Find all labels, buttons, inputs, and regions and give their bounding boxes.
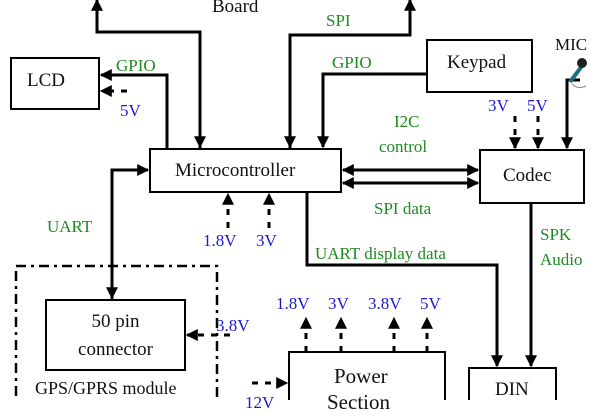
lcd-block <box>10 57 100 110</box>
wire-mic-codec <box>561 78 580 150</box>
power-label-line1: Power <box>334 364 388 388</box>
connector-label-line1: 50 pin <box>91 311 140 332</box>
uart-display-label: UART display data <box>315 244 446 263</box>
spk-label-line1: SPK <box>540 225 572 244</box>
microcontroller-label: Microcontroller <box>175 160 296 181</box>
microphone-icon <box>568 58 587 89</box>
codec-label: Codec <box>503 165 552 186</box>
din-block <box>468 367 557 400</box>
spi-data-label: SPI data <box>374 199 432 218</box>
wire-keypad-gpio <box>317 72 427 149</box>
codec-5v-label: 5V <box>527 96 548 115</box>
mic-label: MIC <box>555 35 588 54</box>
wire-spi-to-board <box>288 0 416 149</box>
mcu-1-8v-label: 1.8V <box>203 231 237 250</box>
uart-label: UART <box>47 217 93 236</box>
wire-uart-display <box>305 192 503 368</box>
lcd-label: LCD <box>27 70 65 91</box>
keypad-label: Keypad <box>447 52 507 73</box>
power-section-block <box>288 351 446 400</box>
mcu-3v-label: 3V <box>256 231 277 250</box>
board-label: Board <box>212 0 259 17</box>
codec-block <box>479 149 585 204</box>
wire-uart <box>110 164 150 300</box>
wire-lcd-gpio <box>99 69 169 149</box>
lcd-gpio-label: GPIO <box>116 56 156 75</box>
power-out-5v-label: 5V <box>420 294 441 313</box>
connector-3-8v-label: 3.8V <box>216 316 250 335</box>
i2c-label-line2: control <box>379 137 428 156</box>
microcontroller-block <box>149 148 342 193</box>
power-out-1-8v-label: 1.8V <box>276 294 310 313</box>
i2c-label-line1: I2C <box>394 112 420 131</box>
power-label-line2: Section <box>327 390 390 414</box>
power-out-3v-label: 3V <box>328 294 349 313</box>
power-in-12v-label: 12V <box>245 393 275 412</box>
connector-block <box>45 299 186 371</box>
spk-label-line2: Audio <box>540 250 583 269</box>
lcd-5v-label: 5V <box>120 101 141 120</box>
keypad-gpio-label: GPIO <box>332 53 372 72</box>
din-label: DIN <box>495 379 529 400</box>
block-diagram <box>10 0 587 400</box>
gps-module-label: GPS/GPRS module <box>35 378 177 398</box>
connector-label-line2: connector <box>78 339 153 360</box>
spi-label: SPI <box>326 11 351 30</box>
power-out-3-8v-label: 3.8V <box>368 294 402 313</box>
codec-3v-label: 3V <box>488 96 509 115</box>
wire-mcu-to-board <box>91 0 202 149</box>
keypad-block <box>426 39 533 93</box>
